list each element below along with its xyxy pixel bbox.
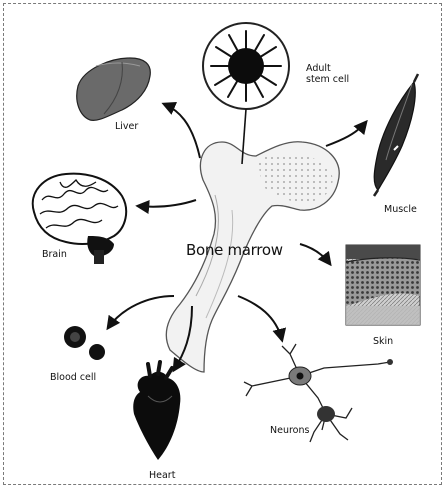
neuron-bodies [289, 359, 393, 422]
heart-label: Heart [149, 470, 176, 481]
blood-cell-label: Blood cell [50, 372, 96, 383]
brain-label: Brain [42, 249, 67, 260]
neurons-illustration [244, 344, 390, 442]
stem-cell-label-line2: stem cell [306, 74, 349, 85]
arrow-to-liver [164, 104, 200, 158]
arrow-to-skin [300, 244, 330, 264]
liver-illustration [77, 58, 151, 120]
arrow-to-neurons [238, 296, 282, 340]
skin-label: Skin [373, 336, 393, 347]
neurons-label: Neurons [270, 425, 310, 436]
bone-marrow-label: Bone marrow [186, 241, 283, 259]
muscle-label: Muscle [384, 204, 417, 215]
arrow-to-blood-cell [108, 296, 174, 328]
arrow-to-brain [138, 200, 196, 207]
skin-illustration [346, 245, 420, 325]
liver-label: Liver [115, 121, 138, 132]
heart-illustration [133, 362, 180, 460]
muscle-illustration [374, 74, 418, 196]
arrow-to-muscle [326, 122, 366, 146]
blood-cell-illustration [64, 326, 105, 360]
stem-cell-label-line1: Adult [306, 63, 331, 74]
